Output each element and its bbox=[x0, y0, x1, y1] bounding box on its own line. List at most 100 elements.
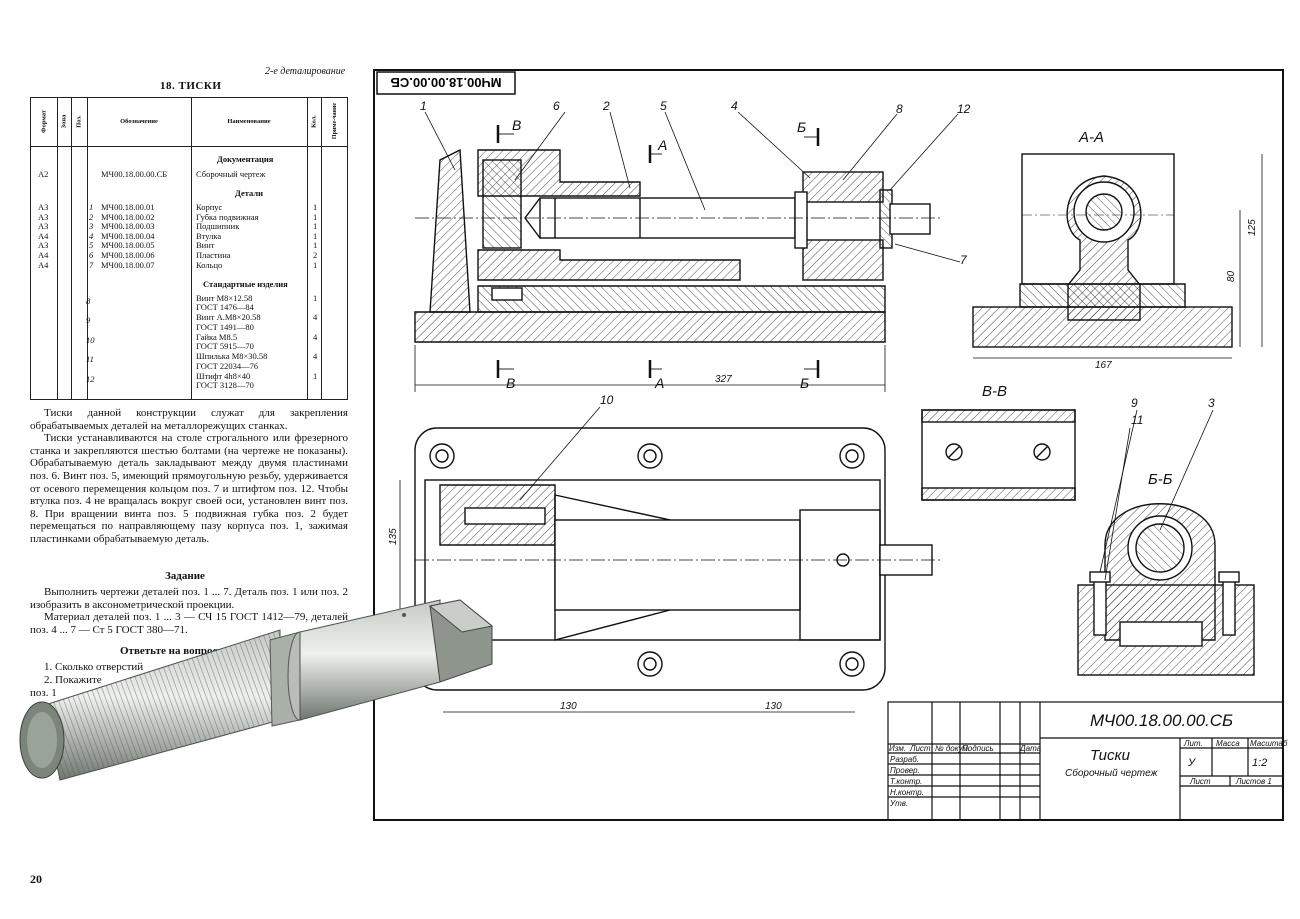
pos-label-10: 11 bbox=[1131, 413, 1143, 427]
dim-327 bbox=[414, 345, 886, 392]
view-aa bbox=[972, 153, 1233, 348]
drawing-title: Тиски bbox=[1090, 747, 1131, 764]
page-number: 20 bbox=[30, 872, 42, 886]
cut-label-b-bot: В bbox=[506, 375, 515, 391]
part-pos: 6 bbox=[89, 250, 94, 260]
part-pos: 4 bbox=[89, 230, 94, 241]
part-designation: МЧ00.18.00.07 bbox=[101, 259, 155, 270]
rotated-stamp-code: МЧ00.18.00.00.СБ bbox=[391, 75, 502, 90]
std-qty: 4 bbox=[313, 331, 318, 342]
std-pos: 10 bbox=[86, 334, 95, 345]
part-format: А4 bbox=[38, 250, 49, 260]
part-designation: МЧ00.18.00.03 bbox=[101, 221, 155, 232]
part-designation: МЧ00.18.00.05 bbox=[101, 240, 155, 251]
pos-label-5: 5 bbox=[660, 99, 667, 113]
top-view bbox=[414, 427, 940, 691]
dim-125-label: 125 bbox=[1247, 219, 1258, 236]
part-pos: 2 bbox=[89, 211, 94, 222]
task-text: Выполнить чертежи деталей поз. 1 ... 7. … bbox=[30, 586, 348, 636]
std-line1: Винт М8×12.58 bbox=[196, 293, 253, 303]
dim-130a-label: 130 bbox=[560, 701, 577, 712]
doc-designation: МЧ00.18.00.00.СБ bbox=[101, 169, 168, 179]
part-format: А3 bbox=[38, 211, 49, 222]
cut-label-a-bot: А bbox=[654, 375, 664, 391]
pos-label-7: 7 bbox=[960, 253, 968, 267]
stamp-role-0: Разраб. bbox=[890, 755, 919, 764]
part-name: Губка подвижная bbox=[196, 211, 259, 222]
part-name: Винт bbox=[196, 240, 215, 251]
front-leaders bbox=[424, 111, 961, 263]
std-line2: ГОСТ 1476—84 bbox=[196, 302, 254, 313]
std-line1: Шпилька М8×30.58 bbox=[196, 351, 268, 362]
pos-label-1: 1 bbox=[420, 99, 427, 113]
part-designation: МЧ00.18.00.02 bbox=[101, 211, 155, 222]
part-format: А3 bbox=[38, 202, 49, 212]
stamp-label-date: Дата bbox=[1019, 744, 1042, 753]
sheet-frame bbox=[373, 69, 1284, 821]
section-title: 18. ТИСКИ bbox=[160, 80, 222, 92]
std-pos: 9 bbox=[86, 315, 91, 326]
stamp-role-3: Н.контр. bbox=[890, 788, 924, 797]
bbb-leaders bbox=[1099, 409, 1214, 581]
part-qty: 1 bbox=[313, 211, 318, 222]
pos-label-6: 6 bbox=[553, 99, 560, 113]
description-text: Тиски данной конструкции служат для закр… bbox=[30, 407, 348, 546]
cut-label-b-top: В bbox=[512, 117, 521, 133]
part-qty: 1 bbox=[313, 221, 318, 232]
part-qty: 1 bbox=[313, 259, 318, 270]
stamp-scale-value: 1:2 bbox=[1252, 757, 1267, 769]
dim-aa bbox=[973, 154, 1263, 359]
part-qty: 1 bbox=[313, 230, 318, 241]
stamp-role-1: Провер. bbox=[890, 766, 920, 775]
specification-table: Формат Зона Поз. Обозначение Наименовани… bbox=[30, 97, 348, 400]
col-name: Наименование bbox=[227, 118, 271, 125]
part-name: Кольцо bbox=[196, 259, 223, 270]
group-documentation: Документация bbox=[217, 154, 274, 164]
std-qty: 1 bbox=[313, 370, 318, 381]
part-format: А3 bbox=[38, 221, 49, 232]
pos-label-2: 2 bbox=[602, 99, 610, 113]
view-bb-label: В-В bbox=[982, 383, 1007, 400]
rotated-stamp-box bbox=[376, 71, 516, 95]
pos-label-12: 12 bbox=[957, 102, 971, 116]
screw-3d-render bbox=[19, 599, 494, 781]
title-block bbox=[887, 701, 1284, 821]
stamp-mass-label: Масса bbox=[1216, 739, 1240, 748]
task-para-2: Материал деталей поз. 1 ... 3 — СЧ 15 ГО… bbox=[30, 611, 348, 636]
view-aa-label: А-А bbox=[1078, 129, 1104, 146]
dim-130b-label: 130 bbox=[765, 701, 782, 712]
group-standard: Стандартные изделия bbox=[203, 279, 288, 289]
stamp-lit-label: Лит. bbox=[1183, 739, 1203, 748]
std-line1: Винт А.М8×20.58 bbox=[196, 312, 261, 323]
question-2: 2. Покажите bbox=[44, 674, 102, 686]
part-format: А4 bbox=[38, 230, 49, 241]
stamp-scale-label: Масштаб bbox=[1250, 739, 1288, 748]
stamp-label-izm: Изм. bbox=[889, 744, 906, 753]
std-qty: 1 bbox=[313, 293, 318, 303]
part-format: А4 bbox=[38, 259, 49, 270]
part-designation: МЧ00.18.00.01 bbox=[101, 202, 155, 212]
task-title: Задание bbox=[165, 570, 205, 582]
pos-label-8: 8 bbox=[896, 102, 903, 116]
std-pos: 8 bbox=[86, 296, 91, 306]
view-bbb bbox=[1077, 503, 1255, 676]
question-1: 1. Сколько отверстий bbox=[44, 661, 144, 673]
questions-title: Ответьте на вопросы bbox=[120, 645, 226, 657]
stamp-code: МЧ00.18.00.00.СБ bbox=[1090, 711, 1233, 730]
std-qty: 4 bbox=[313, 351, 318, 362]
part-qty: 1 bbox=[313, 202, 318, 212]
pos-label-9: 10 bbox=[600, 393, 614, 407]
pos-label-3: 3 bbox=[1208, 396, 1215, 410]
std-pos: 12 bbox=[86, 373, 95, 384]
stamp-sheet-label: Лист bbox=[1189, 777, 1211, 786]
part-name: Подшипник bbox=[196, 221, 240, 232]
page-header: 2-е деталирование bbox=[265, 66, 346, 77]
dim-167-label: 167 bbox=[1095, 360, 1112, 371]
group-parts: Детали bbox=[235, 188, 263, 198]
front-view bbox=[414, 148, 940, 343]
part-designation: МЧ00.18.00.06 bbox=[101, 250, 155, 260]
std-line2: ГОСТ 1491—80 bbox=[196, 321, 254, 332]
part-pos: 3 bbox=[89, 221, 94, 232]
pos-label-4: 4 bbox=[731, 99, 738, 113]
